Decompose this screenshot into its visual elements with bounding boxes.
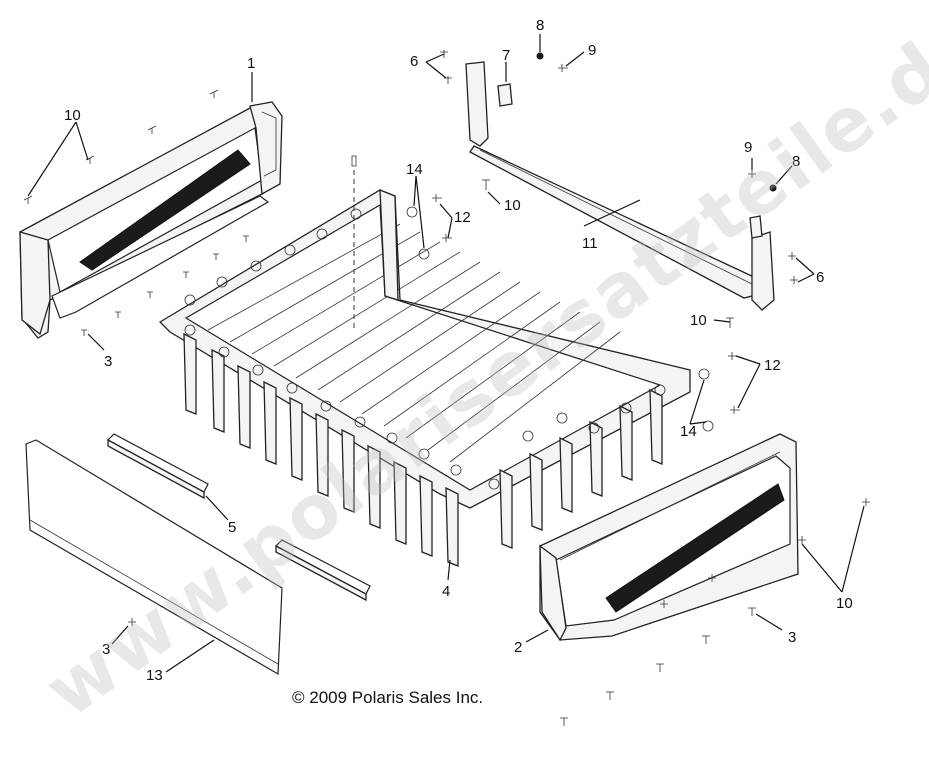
callout-2: 2 bbox=[514, 639, 522, 656]
callout-6-top: 6 bbox=[410, 53, 418, 70]
callout-12-right: 12 bbox=[764, 357, 781, 374]
callout-14-bottom: 14 bbox=[680, 423, 697, 440]
callout-1: 1 bbox=[247, 55, 255, 72]
left-side-panel bbox=[19, 101, 283, 339]
callout-14-top: 14 bbox=[406, 161, 423, 178]
callout-8-right: 8 bbox=[792, 153, 800, 170]
callout-3-lower-left: 3 bbox=[102, 641, 110, 658]
callout-11: 11 bbox=[582, 235, 598, 252]
callout-9-right: 9 bbox=[744, 139, 752, 156]
callout-7: 7 bbox=[502, 47, 510, 64]
callout-10-right: 10 bbox=[690, 312, 707, 329]
callout-9-top: 9 bbox=[588, 42, 596, 59]
foam-strips bbox=[107, 433, 371, 602]
callout-numbers: 1 10 3 6 7 8 9 14 12 10 11 9 8 6 10 12 1… bbox=[64, 17, 853, 684]
callout-13: 13 bbox=[146, 667, 163, 684]
callout-5: 5 bbox=[228, 519, 236, 536]
callout-6-right: 6 bbox=[816, 269, 824, 286]
callout-3-right: 3 bbox=[788, 629, 796, 646]
callout-12-top: 12 bbox=[454, 209, 471, 226]
floor-panel bbox=[25, 439, 283, 676]
callout-10-upper-left: 10 bbox=[64, 107, 81, 124]
rear-bracket bbox=[465, 61, 775, 311]
bolts-upper-left bbox=[23, 89, 249, 336]
callout-10-lower-right: 10 bbox=[836, 595, 853, 612]
bolts-lower-right bbox=[560, 498, 870, 726]
callout-3-left: 3 bbox=[104, 353, 112, 370]
leader-lines bbox=[27, 34, 865, 673]
callout-8-top: 8 bbox=[536, 17, 544, 34]
callout-4: 4 bbox=[442, 583, 450, 600]
callout-10-middle: 10 bbox=[504, 197, 521, 214]
copyright-notice: © 2009 Polaris Sales Inc. bbox=[292, 688, 484, 707]
right-side-panel bbox=[539, 433, 799, 642]
cargo-box bbox=[158, 155, 691, 567]
